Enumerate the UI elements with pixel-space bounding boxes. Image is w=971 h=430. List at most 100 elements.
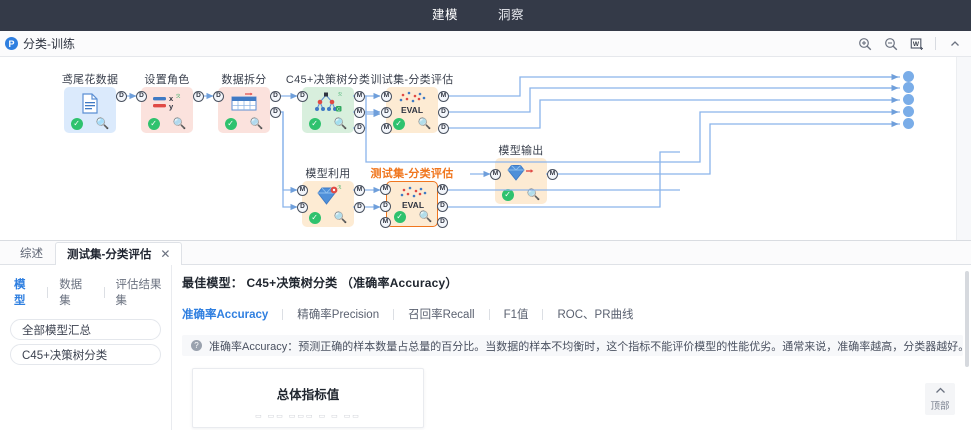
metric-divider [542, 308, 544, 320]
model-list-item-all[interactable]: 全部模型汇总 [10, 319, 161, 340]
nav-tab-insight[interactable]: 洞察 [498, 8, 525, 22]
tab-overview[interactable]: 综述 [8, 241, 55, 264]
inspect-icon[interactable]: 🔍 [417, 118, 432, 130]
port-in-model[interactable]: M [490, 169, 501, 180]
tab-test-eval[interactable]: 测试集-分类评估 ✕ [55, 242, 183, 265]
port-out-data-2[interactable]: D [438, 123, 449, 134]
overall-metrics-card: 总体指标值 ▭ ▭▭ ▭▭▭ ▭ ▭ ▭▭ [192, 368, 424, 428]
node-body[interactable]: EVAL ✓ 🔍 [386, 87, 438, 133]
inspect-icon[interactable]: 🔍 [95, 118, 110, 130]
node-footer: ✓ 🔍 [387, 209, 439, 224]
node-data-split[interactable]: 数据拆分 [213, 74, 281, 133]
node-test-eval[interactable]: 测试集-分类评估 EVAL [370, 168, 453, 228]
metric-description-bar: ? 准确率Accuracy：预测正确的样本数量占总量的百分比。当数据的样本不均衡… [182, 335, 969, 356]
canvas-endpoint-5[interactable] [903, 118, 914, 129]
port-out-data[interactable]: D [354, 123, 365, 134]
metric-tab-precision[interactable]: 精确率Precision [297, 309, 380, 321]
canvas-endpoint-4[interactable] [903, 106, 914, 117]
metric-tab-roc-pr[interactable]: ROC、PR曲线 [557, 309, 634, 321]
port-out-data[interactable]: D [116, 91, 127, 102]
results-tab-bar: 综述 测试集-分类评估 ✕ [0, 241, 971, 265]
port-out-data-1[interactable]: D [437, 201, 448, 212]
port-out-model[interactable]: M [354, 185, 365, 196]
metric-tab-recall[interactable]: 召回率Recall [408, 309, 475, 321]
card-subtitle: ▭ ▭▭ ▭▭▭ ▭ ▭ ▭▭ [255, 413, 361, 420]
node-body[interactable]: ✓ 🔍 [495, 158, 547, 204]
node-footer: ✓ 🔍 [386, 116, 438, 131]
node-body[interactable]: EVAL ✓ 🔍 [386, 181, 438, 227]
port-in-model[interactable]: M [381, 91, 392, 102]
node-train-eval[interactable]: 训试集-分类评估 EVAL [370, 74, 453, 134]
port-out-model-1[interactable]: M [354, 91, 365, 102]
workflow-canvas[interactable]: 鸢尾花数据 ✓ 🔍 [0, 57, 971, 240]
port-in-data[interactable]: D [297, 202, 308, 213]
node-body[interactable]: ✓ 🔍 [64, 87, 116, 133]
close-icon[interactable]: ✕ [160, 247, 171, 261]
port-in-data[interactable]: D [213, 91, 224, 102]
back-to-top-label: 顶部 [930, 401, 950, 412]
inspect-icon[interactable]: 🔍 [333, 212, 348, 224]
status-ok-icon: ✓ [308, 117, 321, 130]
port-in-model-2[interactable]: M [380, 217, 391, 228]
fit-screen-icon[interactable]: W [909, 36, 924, 51]
node-body[interactable]: ℛ ✓ 🔍 [302, 181, 354, 227]
node-body[interactable]: x y ℛ ✓ 🔍 [141, 87, 193, 133]
port-out-data-2[interactable]: D [270, 107, 281, 118]
zoom-out-icon[interactable] [883, 36, 898, 51]
port-out-model[interactable]: M [547, 169, 558, 180]
status-ok-icon: ✓ [224, 117, 237, 130]
evaluation-icon: EVAL [386, 90, 438, 116]
subtab-divider [47, 286, 49, 298]
metric-tab-accuracy[interactable]: 准确率Accuracy [182, 309, 269, 321]
canvas-endpoint-1[interactable] [903, 71, 914, 82]
node-footer: ✓ 🔍 [495, 187, 547, 202]
node-c45-decision-tree[interactable]: C45+决策树分类 [286, 74, 370, 134]
back-to-top-button[interactable]: 顶部 [925, 383, 955, 415]
inspect-icon[interactable]: 🔍 [333, 118, 348, 130]
port-out-model[interactable]: M [438, 91, 449, 102]
canvas-endpoint-2[interactable] [903, 82, 914, 93]
port-out-data-1[interactable]: D [438, 107, 449, 118]
inspect-icon[interactable]: 🔍 [172, 118, 187, 130]
port-in-data[interactable]: D [136, 91, 147, 102]
model-output-icon [495, 161, 547, 187]
metric-divider [393, 308, 395, 320]
node-model-output[interactable]: 模型输出 ✓ 🔍 [490, 145, 558, 204]
inspect-icon[interactable]: 🔍 [526, 189, 541, 201]
node-footer: ✓ 🔍 [302, 210, 354, 225]
port-out-data-2[interactable]: D [437, 217, 448, 228]
port-in-model[interactable]: M [297, 185, 308, 196]
port-in-model[interactable]: M [380, 184, 391, 195]
subtab-eval-result[interactable]: 评估结果集 [115, 279, 162, 307]
inspect-icon[interactable]: 🔍 [418, 211, 433, 223]
zoom-in-icon[interactable] [857, 36, 872, 51]
subtab-model[interactable]: 模型 [14, 279, 26, 307]
node-body[interactable]: ℛ C ✓ 🔍 [302, 87, 354, 133]
node-iris-data[interactable]: 鸢尾花数据 ✓ 🔍 [62, 74, 127, 133]
best-model-label: 最佳模型： C45+决策树分类 （准确率Accuracy） [182, 276, 458, 290]
collapse-panel-icon[interactable] [947, 36, 962, 51]
subtab-dataset[interactable]: 数据集 [59, 279, 83, 307]
tab-label: 测试集-分类评估 [67, 249, 152, 261]
model-list-item-c45[interactable]: C45+决策树分类 [10, 344, 161, 365]
metric-divider [282, 308, 284, 320]
svg-text:C: C [337, 107, 341, 112]
port-in-data[interactable]: D [380, 201, 391, 212]
node-model-apply[interactable]: 模型利用 ℛ ✓ 🔍 [297, 168, 365, 227]
decision-tree-icon: ℛ C [302, 90, 354, 116]
port-in-data[interactable]: D [381, 107, 392, 118]
inspect-icon[interactable]: 🔍 [249, 118, 264, 130]
port-out-data[interactable]: D [193, 91, 204, 102]
port-out-data-1[interactable]: D [270, 91, 281, 102]
results-scrollbar[interactable] [965, 271, 969, 367]
port-out-data[interactable]: D [354, 202, 365, 213]
nav-tab-modeling[interactable]: 建模 [432, 8, 459, 22]
port-out-model[interactable]: M [437, 184, 448, 195]
node-body[interactable]: ✓ 🔍 [218, 87, 270, 133]
canvas-endpoint-3[interactable] [903, 94, 914, 105]
port-in-data[interactable]: D [297, 91, 308, 102]
port-out-model-2[interactable]: M [354, 107, 365, 118]
metric-tab-f1[interactable]: F1值 [503, 309, 529, 321]
port-in-model-2[interactable]: M [381, 123, 392, 134]
node-set-role[interactable]: 设置角色 x y ℛ ✓ 🔍 [136, 74, 204, 133]
